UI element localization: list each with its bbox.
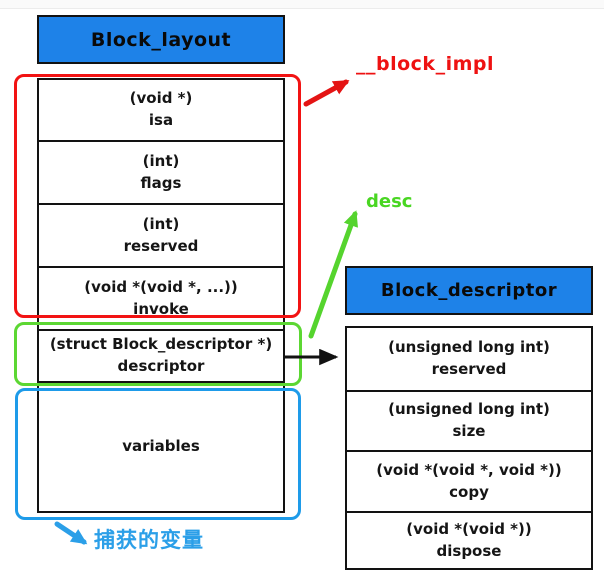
field-name: descriptor — [117, 357, 205, 375]
block-descriptor-title: Block_descriptor — [380, 280, 558, 301]
block-descriptor-table: (unsigned long int) reserved (unsigned l… — [345, 326, 593, 570]
block-layout-table: (void *) isa (int) flags (int) reserved … — [37, 78, 285, 513]
table-row: (void *(void *)) dispose — [347, 511, 591, 568]
field-name: size — [452, 422, 486, 440]
field-type: (unsigned long int) — [388, 400, 550, 419]
field-name: flags — [140, 173, 182, 192]
field-name: copy — [449, 482, 489, 501]
field-type: (struct Block_descriptor *) — [49, 335, 273, 354]
table-row: (void *(void *, void *)) copy — [347, 450, 591, 511]
impl-arrow — [303, 79, 350, 107]
block-descriptor-header: Block_descriptor — [345, 266, 593, 315]
field-type: (void *(void *)) — [406, 519, 532, 538]
field-name: dispose — [436, 541, 502, 560]
top-edge-band — [0, 0, 604, 9]
table-row: variables — [39, 381, 283, 511]
field-name: isa — [148, 111, 174, 129]
field-name: invoke — [133, 299, 189, 318]
impl-group-outline — [14, 74, 301, 318]
table-row: (int) flags — [39, 140, 283, 203]
impl-annotation-label: __block_impl — [356, 53, 494, 75]
table-row: (unsigned long int) reserved — [347, 328, 591, 390]
table-row: (unsigned long int) size — [347, 390, 591, 450]
block-layout-title: Block_layout — [90, 28, 232, 51]
block-layout-header: Block_layout — [37, 15, 285, 64]
desc-annotation-label: desc — [366, 191, 413, 212]
desc-group-outline — [14, 322, 302, 386]
field-type: (unsigned long int) — [388, 338, 550, 357]
captured-variables-arrow — [54, 521, 88, 545]
field-type: (int) — [142, 151, 180, 170]
captured-variables-annotation-label: 捕获的变量 — [94, 528, 204, 552]
field-type: (void *(void *, void *)) — [376, 460, 562, 479]
field-name: reserved — [431, 360, 507, 378]
field-type: (void *(void *, ...)) — [84, 277, 238, 296]
table-row: (struct Block_descriptor *) descriptor — [39, 329, 283, 381]
table-row: (void *(void *, ...)) invoke — [39, 266, 283, 329]
field-type: (int) — [142, 214, 180, 233]
field-name: reserved — [123, 236, 199, 255]
variables-group-outline — [15, 388, 301, 520]
field-type: (void *) — [129, 89, 193, 108]
table-row: (void *) isa — [39, 80, 283, 140]
field-name: variables — [122, 437, 200, 456]
table-row: (int) reserved — [39, 203, 283, 266]
